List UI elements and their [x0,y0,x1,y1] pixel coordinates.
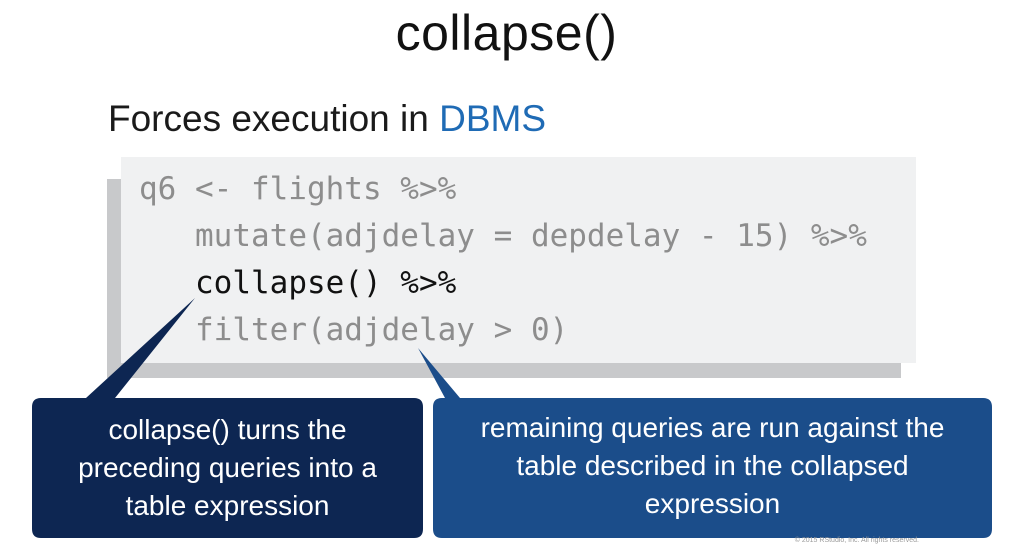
callout-right-line-1: remaining queries are run against the [480,412,945,443]
callout-right-line-3: expression [644,488,781,519]
code-line-4: filter(adjdelay > 0) [195,312,569,348]
callout-left-line-1: collapse() turns the [108,414,347,445]
callout-left-bubble [32,298,423,538]
callout-right-bubble [418,348,992,538]
subtitle-text: Forces execution in [108,98,440,139]
code-line-1: q6 <- flights %>% [139,171,457,207]
code-line-2: mutate(adjdelay = depdelay - 15) %>% [195,218,867,254]
slide-subtitle: Forces execution in DBMS [108,98,546,140]
copyright-notice: © 2015 RStudio, Inc. All rights reserved… [794,537,919,544]
code-line-3-highlight: collapse() %>% [195,265,457,301]
callout-left-line-2: preceding queries into a [78,452,377,483]
subtitle-accent: DBMS [439,98,547,139]
code-block [121,157,916,363]
callout-left-line-3: table expression [125,490,330,521]
slide-title: collapse() [395,5,618,61]
callout-right-text: remaining queries are run against the ta… [433,409,992,523]
callout-right-line-2: table described in the collapsed [516,450,909,481]
callout-left-text: collapse() turns the preceding queries i… [32,411,423,525]
